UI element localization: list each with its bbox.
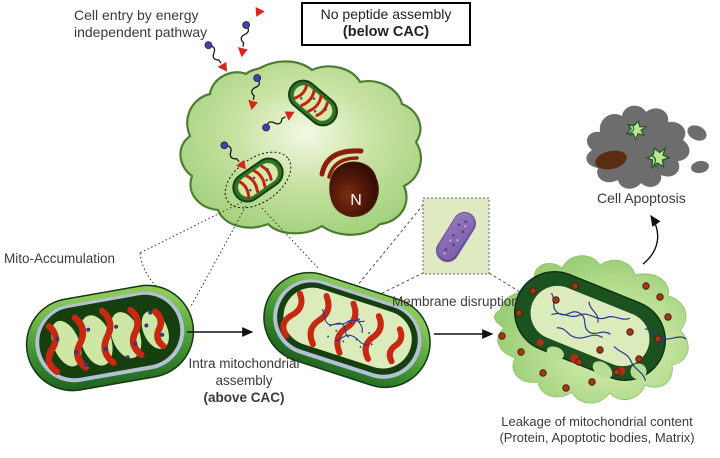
apoptotic-cell (586, 105, 709, 189)
mitochondrion-fragment (645, 145, 671, 170)
label-intra-line2: assembly (215, 373, 273, 388)
nucleus (329, 161, 379, 217)
no-peptide-assembly-box: No peptide assembly (below CAC) (301, 2, 471, 46)
label-membrane-disruption: Membrane disruption (392, 294, 519, 309)
peptide-icon (237, 21, 251, 58)
fibril-network (321, 308, 368, 346)
label-cell-entry: Cell entry by energy independent pathway (74, 7, 207, 41)
ruptured-mitochondrion-leakage (494, 255, 689, 404)
peptide-icon (204, 41, 228, 72)
peptide-icon (262, 111, 295, 132)
curved-up-arrow-icon (642, 214, 661, 265)
label-intra-assembly: Intra mitochondrial assembly (above CAC) (168, 355, 320, 406)
label-leakage-line2: (Protein, Apoptotic bodies, Matrix) (499, 430, 695, 445)
label-intra-line3: (above CAC) (203, 390, 285, 405)
mitochondrion-intracellular-top (288, 79, 338, 127)
condensed-nucleus (595, 150, 627, 170)
mitochondrion-fragment (625, 120, 649, 141)
peptides (204, 6, 295, 170)
cell-body (179, 60, 422, 236)
label-cell-apoptosis: Cell Apoptosis (597, 190, 686, 206)
label-intra-line1: Intra mitochondrial (188, 356, 300, 371)
peptide-icon (220, 141, 247, 170)
label-cell-entry-line2: independent pathway (74, 24, 208, 40)
mitochondrion-intracellular-circled (224, 151, 292, 209)
peptide-icon (248, 74, 262, 111)
mitochondrion-accumulation (25, 284, 195, 392)
label-leakage: Leakage of mitochondrial content (Protei… (478, 414, 716, 446)
label-no-assembly-line2: (below CAC) (342, 24, 430, 40)
mitochondrion-assembled (263, 271, 431, 389)
label-nucleus-n: N (350, 192, 362, 209)
leaked-content-dots (498, 282, 672, 392)
label-leakage-line1: Leakage of mitochondrial content (501, 414, 693, 429)
label-no-assembly-line1: No peptide assembly (320, 6, 452, 22)
label-cell-entry-line1: Cell entry by energy (74, 7, 199, 23)
label-mito-accumulation: Mito-Accumulation (4, 251, 116, 266)
inset-fibril-image (422, 197, 490, 275)
magnifier-dashed-ellipse (224, 151, 292, 209)
fibril-network (550, 292, 687, 381)
red-arrowhead-icon (255, 6, 265, 17)
